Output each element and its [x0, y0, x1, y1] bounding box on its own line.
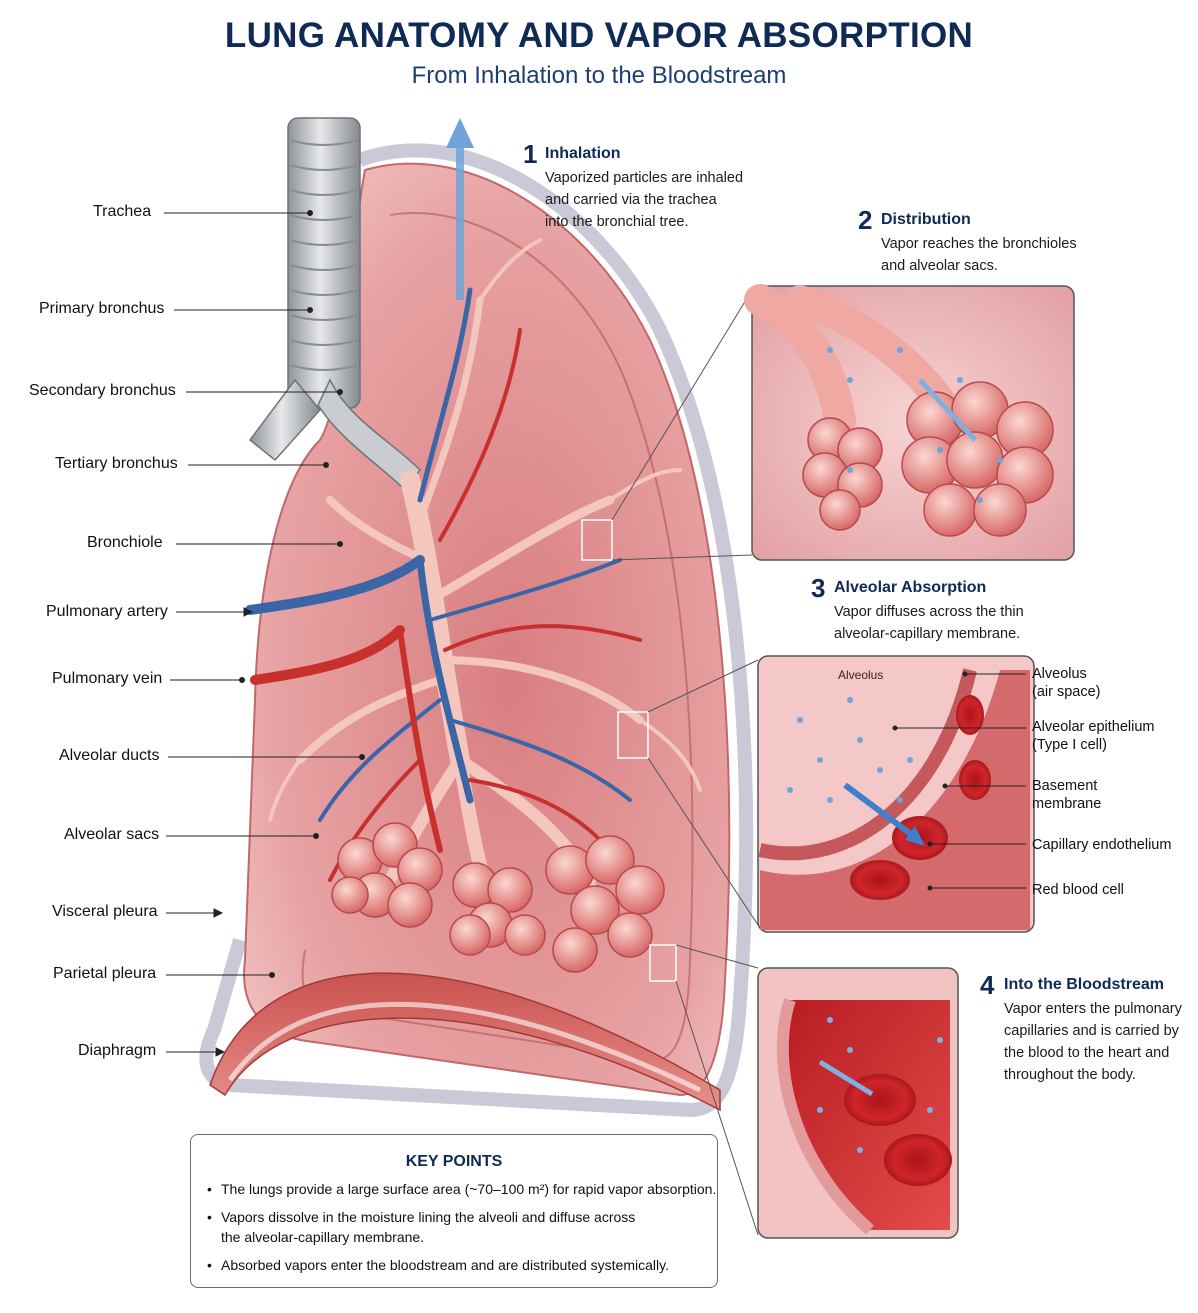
step-3-number: 3 — [811, 573, 826, 603]
parietal-pleura-outline — [199, 143, 754, 1118]
page-title: LUNG ANATOMY AND VAPOR ABSORPTION — [224, 16, 974, 55]
step-1-description: Vaporized particles are inhaled and carr… — [545, 170, 744, 230]
key-points-box: KEY POINTS The lungs provide a large sur… — [190, 1134, 718, 1288]
zoom-box-2 — [581, 519, 613, 561]
label-alveolus-air-space: Alveolus(air space) — [1032, 666, 1101, 700]
anatomy-leader-lines — [164, 210, 365, 1057]
step-4-description: Vapor enters the pulmonary capillaries a… — [1004, 1001, 1182, 1083]
label-tertiary-bronchus: Tertiary bronchus — [55, 455, 178, 472]
label-diaphragm: Diaphragm — [78, 1042, 157, 1059]
label-bronchiole: Bronchiole — [87, 534, 163, 551]
zoom-box-4 — [649, 944, 677, 982]
left-bronchus-stub — [248, 378, 321, 462]
step-3-title: Alveolar Absorption — [834, 579, 987, 596]
label-pulmonary-vein: Pulmonary vein — [52, 670, 163, 687]
step-1-number: 1 — [523, 139, 538, 169]
label-alveolar-epithelium: Alveolar epithelium(Type I cell) — [1032, 719, 1155, 753]
key-point-1: The lungs provide a large surface area (… — [207, 1179, 716, 1199]
label-visceral-pleura: Visceral pleura — [52, 903, 158, 920]
step-4-number: 4 — [980, 970, 995, 1000]
trachea-tube — [287, 117, 361, 409]
label-red-blood-cell: Red blood cell — [1032, 882, 1124, 898]
alveolar-sac-clusters — [331, 822, 665, 973]
label-capillary-endothelium: Capillary endothelium — [1032, 837, 1172, 853]
vapor-arrow-head — [446, 118, 474, 148]
label-trachea: Trachea — [93, 203, 152, 220]
zoom-box-3 — [617, 711, 649, 759]
step-2-description: Vapor reaches the bronchioles and alveol… — [881, 236, 1077, 274]
inset-alveolus-label: Alveolus — [838, 668, 884, 682]
label-alveolar-sacs: Alveolar sacs — [64, 826, 160, 843]
label-secondary-bronchus: Secondary bronchus — [29, 382, 176, 399]
step-4-title: Into the Bloodstream — [1004, 976, 1165, 993]
page-subtitle: From Inhalation to the Bloodstream — [411, 62, 787, 89]
label-primary-bronchus: Primary bronchus — [39, 300, 165, 317]
pulmonary-veins — [250, 328, 642, 882]
label-alveolar-ducts: Alveolar ducts — [59, 747, 160, 764]
label-parietal-pleura: Parietal pleura — [53, 965, 157, 982]
pulmonary-arteries — [245, 287, 632, 822]
step-3-description: Vapor diffuses across the thin alveolar-… — [834, 604, 1024, 642]
alveolar-absorption-inset — [757, 655, 1035, 933]
distribution-inset — [744, 284, 1075, 561]
bloodstream-inset — [757, 967, 959, 1239]
label-pulmonary-artery: Pulmonary artery — [46, 603, 168, 620]
key-point-2: Vapors dissolve in the moisture lining t… — [207, 1207, 635, 1247]
key-point-3: Absorbed vapors enter the bloodstream an… — [207, 1255, 669, 1275]
key-points-title: KEY POINTS — [405, 1153, 503, 1170]
step-2-title: Distribution — [881, 211, 971, 228]
step-2-number: 2 — [858, 205, 873, 235]
diaphragm-shape — [209, 972, 721, 1112]
step-1-title: Inhalation — [545, 145, 621, 162]
